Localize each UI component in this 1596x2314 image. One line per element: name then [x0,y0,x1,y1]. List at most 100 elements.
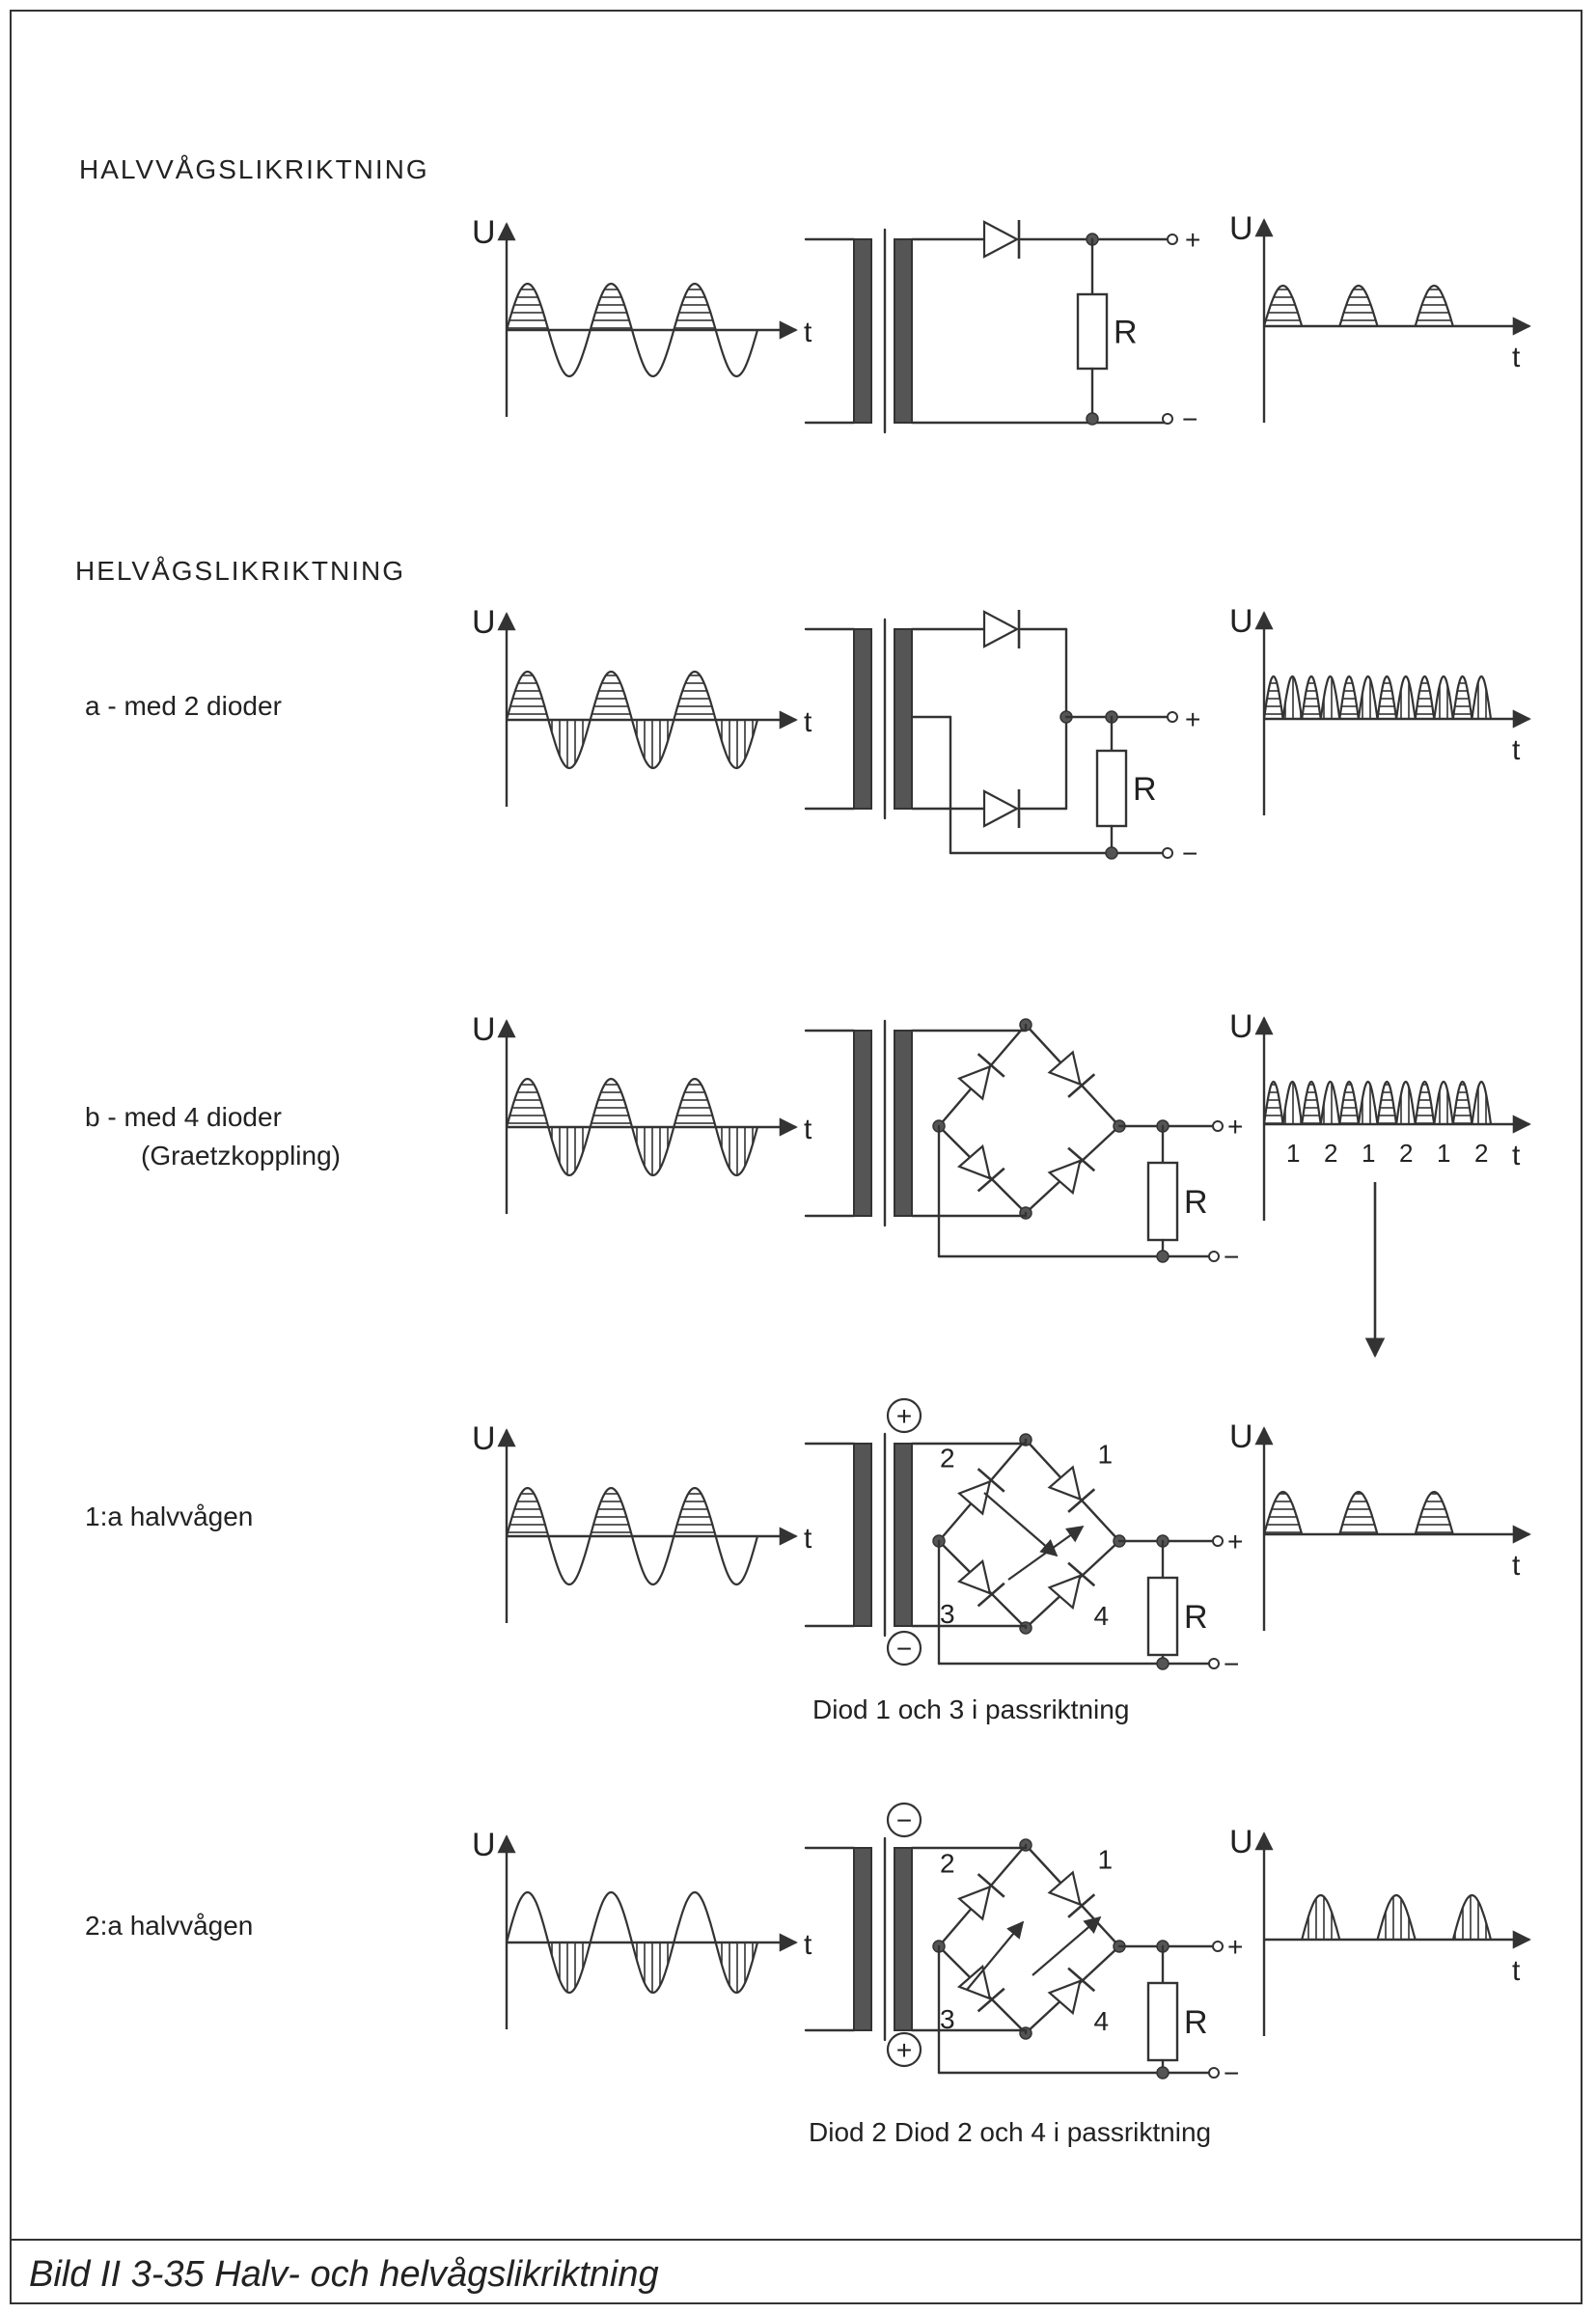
row3-output-sequence-number: 1 [1437,1139,1450,1168]
row3-resistor [1146,1161,1179,1242]
row4-d1-diode-bar [1067,1488,1096,1513]
row3-d1-diode-body [1047,1050,1082,1087]
row1-output-u-label: U [1229,210,1253,247]
row2-secondary-winding [894,628,913,810]
row2-upper-diode-body [982,610,1020,648]
row-sublabel-b: (Graetzkoppling) [141,1141,341,1171]
row2-output-wave-half [1414,675,1436,720]
row5-input-wave-half [630,1942,675,1995]
row5-d3-diode-bar [977,1987,1005,2013]
row5-resistor-label: R [1184,2004,1208,2041]
figure-frame [10,10,1582,2304]
row4-d4-diode-body [1047,1574,1082,1611]
row3-output-sequence-number: 2 [1399,1139,1413,1168]
row5-output-t-label: t [1512,1955,1521,1987]
row5-d4-diode-body [1047,1979,1082,2016]
row4-junction [1156,1657,1169,1670]
row1-minus-label: − [1182,404,1197,434]
row5-current-arrow [1032,1915,1102,1976]
row1-junction [1086,412,1099,426]
row4-diode-number-3: 3 [940,1599,955,1629]
row2-junction [1105,846,1118,860]
row4-plus-polarity-circle [886,1397,922,1434]
row3-output-wave-half [1433,1080,1454,1125]
row2-output-wave-half [1338,675,1360,720]
row4-input-wave-half [673,1486,717,1537]
row5-resistor [1146,1981,1179,2062]
row5-junction [1156,2066,1169,2080]
row-label-b: b - med 4 dioder [85,1102,282,1132]
row5-output-wave-half [1301,1893,1341,1941]
row3-output-plot: Ut [1229,1008,1531,1221]
row1-input-wave-half [714,329,759,378]
row4-d4-diode-bar [1067,1561,1096,1587]
row4-input-wave-half [589,1486,634,1537]
row3-d2-diode-bar [977,1053,1005,1078]
row5-output-u-label: U [1229,1824,1253,1860]
row4-d1-diode [1047,1465,1096,1513]
note-first-half: Diod 1 och 3 i passriktning [812,1694,1130,1724]
row3-d1-diode [1047,1050,1096,1098]
row-label-first-half: 1:a halvvågen [85,1501,254,1531]
row4-output-wave-half [1262,1490,1304,1535]
row5-diode-number-1: 1 [1098,1845,1114,1875]
row1-primary-winding [853,238,872,424]
row3-input-wave-half [630,1126,675,1177]
row2-input-wave-half [589,670,634,721]
row5-current-arrow [966,1920,1025,1991]
row2-minus-terminal [1162,847,1173,859]
row2-minus-label: − [1182,839,1197,868]
row3-output-sequence-number: 2 [1324,1139,1337,1168]
row2-primary-winding [853,628,872,810]
row5-minus-polarity-label: − [896,1805,912,1835]
row4-primary-winding [853,1443,872,1627]
row2-output-wave-half [1281,675,1304,720]
row5-d2-diode-body [957,1885,992,1921]
row2-plus-label: + [1185,704,1200,734]
row4-plus-terminal [1212,1535,1224,1547]
row5-d4-diode-bar [1067,1967,1096,1993]
row4-d2-diode-body [957,1479,992,1516]
row5-plus-label: + [1227,1932,1243,1962]
row1-resistor-label: R [1114,315,1138,351]
row2-output-wave-half [1433,675,1454,720]
row5-d1-diode [1047,1870,1096,1918]
row3-output-sequence-number: 1 [1286,1139,1300,1168]
row3-d1-diode-bar [1067,1073,1096,1098]
row2-lower-diode-body [982,789,1020,828]
row4-input-t-label: t [804,1523,812,1555]
row3-input-u-label: U [472,1011,496,1048]
row4-output-wave-half [1338,1490,1379,1535]
row5-input-wave-half [673,1890,717,1943]
row5-d2-diode [957,1873,1005,1921]
row2-input-plot: Ut [472,604,812,807]
row1-input-wave-half [673,282,717,331]
row2-plus-terminal [1167,711,1178,723]
row2-output-plot: Ut [1229,603,1531,815]
row5-plus-terminal [1212,1941,1224,1952]
row5-d3-diode-body [957,1964,992,2000]
row2-output-wave-half [1451,675,1473,720]
row3-junction [1156,1250,1169,1263]
row3-d2-diode-body [957,1064,992,1101]
row4-output-plot: Ut [1229,1419,1531,1631]
row2-input-wave-half [714,719,759,770]
row3-input-plot: Ut [472,1011,812,1214]
row2-output-wave-half [1262,675,1284,720]
row4-d2-diode-bar [977,1468,1005,1493]
row3-plus-label: + [1227,1112,1243,1142]
row1-input-wave-half [630,329,675,378]
row-label-a: a - med 2 dioder [85,691,282,721]
row3-input-wave-half [714,1126,759,1177]
row3-output-wave-half [1357,1080,1379,1125]
row4-plus-label: + [1227,1527,1243,1556]
row3-minus-label: − [1224,1242,1239,1272]
row1-input-wave-half [589,282,634,331]
row1-input-u-label: U [472,214,496,251]
row5-d1-diode-bar [1067,1893,1096,1918]
note-second-half: Diod 2 Diod 2 och 4 i passriktning [809,2117,1212,2147]
row4-current-arrow [983,1492,1059,1557]
row2-resistor [1095,749,1128,828]
row3-output-wave-half [1262,1080,1284,1125]
